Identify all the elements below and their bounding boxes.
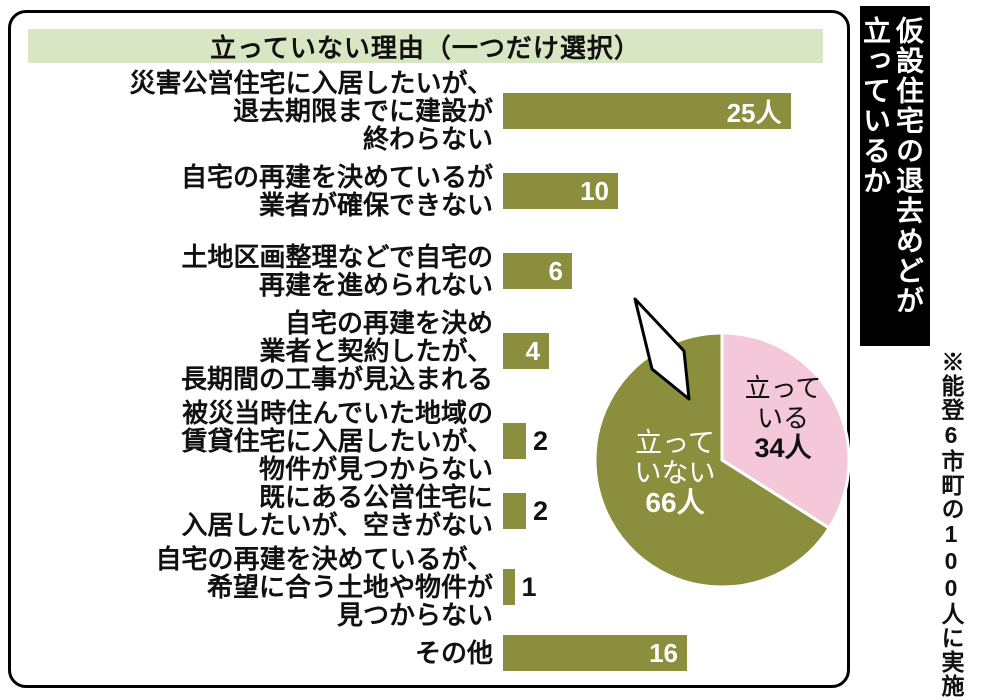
- bar-value-label: 10: [580, 175, 609, 206]
- bar-value-label: 6: [548, 255, 563, 286]
- bar-row: その他 16: [31, 635, 731, 671]
- bar-track: 10: [503, 173, 618, 209]
- survey-note: ※能登6市町の100人に実施: [938, 350, 964, 698]
- bar-category-line: 退去期限までに建設が: [232, 96, 493, 126]
- bar: [503, 569, 515, 605]
- pie-chart: 立って いる 34人 立って いない 66人: [587, 279, 857, 595]
- bar-track: 1: [503, 569, 537, 605]
- bar: 16: [503, 635, 687, 671]
- bar-category-line: その他: [414, 638, 493, 668]
- pie-label-line: 立って: [635, 428, 715, 458]
- bar-value-label: 2: [533, 495, 549, 526]
- pie-callout: [633, 297, 691, 401]
- bar: 10: [503, 173, 618, 209]
- bar-value-label: 2: [533, 425, 549, 456]
- pie-label-line: 立って: [744, 373, 822, 403]
- bar-category-label: 自宅の再建を決めているが、希望に合う土地や物件が見つからない: [31, 545, 493, 629]
- pie-value-label: 66人: [645, 487, 705, 518]
- title-banner: 仮設住宅の退去めどが 立っているか: [860, 6, 930, 346]
- bar-value-label: 4: [525, 335, 540, 366]
- bar-category-line: 長期間の工事が見込まれる: [180, 364, 493, 394]
- bar-category-line: 見つからない: [336, 600, 493, 630]
- bar: 4: [503, 333, 549, 369]
- bar-track: 25人: [503, 93, 791, 129]
- bar-category-line: 自宅の再建を決めているが: [180, 162, 493, 192]
- bar-track: 16: [503, 635, 687, 671]
- bar-category-line: 自宅の再建を決めているが、: [155, 544, 493, 574]
- bar-track: 6: [503, 253, 572, 289]
- bar-row: 既にある公営住宅に入居したいが、空きがない 2: [31, 483, 731, 539]
- bar-category-label: 既にある公営住宅に入居したいが、空きがない: [31, 483, 493, 539]
- bar-track: 4: [503, 333, 549, 369]
- pie-value-label: 34人: [754, 433, 812, 463]
- bar: [503, 493, 526, 529]
- pie-label-standing: 立って いる 34人: [731, 373, 835, 463]
- bar-category-line: 希望に合う土地や物件が: [206, 572, 493, 602]
- bar-category-line: 終わらない: [362, 124, 493, 154]
- bar-category-line: 被災当時住んでいた地域の: [182, 398, 493, 428]
- pie-label-not-standing: 立って いない 66人: [615, 428, 735, 518]
- bar-value-label: 25人: [726, 97, 782, 128]
- bar: 6: [503, 253, 572, 289]
- bar-row: 災害公営住宅に入居したいが、退去期限までに建設が終わらない 25人: [31, 69, 791, 153]
- bar-category-line: 再建を進められない: [258, 270, 493, 300]
- bar-category-line: 業者と契約したが、: [259, 336, 493, 366]
- bar-category-label: 自宅の再建を決め業者と契約したが、長期間の工事が見込まれる: [31, 309, 493, 393]
- pie-label-line: いない: [634, 458, 716, 488]
- pie-svg: [593, 297, 851, 589]
- bar-row: 土地区画整理などで自宅の再建を進められない 6: [31, 243, 731, 299]
- banner-line-2: 立っているか: [860, 16, 891, 196]
- bar-category-line: 既にある公営住宅に: [258, 482, 493, 512]
- bar-row: 自宅の再建を決めているが、希望に合う土地や物件が見つからない 1: [31, 545, 731, 629]
- pie-label-line: いる: [756, 403, 809, 433]
- banner-line-1: 仮設住宅の退去めどが: [893, 16, 924, 316]
- bar-row: 自宅の再建を決めているが業者が確保できない 10: [31, 163, 731, 219]
- bar-rows: 災害公営住宅に入居したいが、退去期限までに建設が終わらない 25人自宅の再建を決め…: [31, 69, 791, 671]
- bar-chart-title: 立っていない理由（一つだけ選択）: [28, 29, 823, 63]
- bar-category-label: その他: [31, 639, 493, 667]
- bar-category-line: 災害公営住宅に入居したいが、: [129, 68, 493, 98]
- bar-category-label: 自宅の再建を決めているが業者が確保できない: [31, 163, 493, 219]
- bar-row: 自宅の再建を決め業者と契約したが、長期間の工事が見込まれる 4: [31, 309, 731, 393]
- bar-category-label: 被災当時住んでいた地域の賃貸住宅に入居したいが、物件が見つからない: [31, 399, 493, 483]
- bar: [503, 423, 526, 459]
- bar-row: 被災当時住んでいた地域の賃貸住宅に入居したいが、物件が見つからない 2: [31, 399, 731, 483]
- bar-category-line: 賃貸住宅に入居したいが、: [181, 426, 493, 456]
- bar-category-line: 土地区画整理などで自宅の: [181, 242, 493, 272]
- chart-panel: 立っていない理由（一つだけ選択） 災害公営住宅に入居したいが、退去期限までに建設…: [8, 10, 851, 688]
- bar-value-label: 1: [521, 571, 537, 602]
- bar-category-line: 業者が確保できない: [258, 190, 493, 220]
- bar-category-line: 入居したいが、空きがない: [181, 510, 493, 540]
- bar-category-label: 災害公営住宅に入居したいが、退去期限までに建設が終わらない: [31, 69, 493, 153]
- bar-category-label: 土地区画整理などで自宅の再建を進められない: [31, 243, 493, 299]
- bar-value-label: 16: [649, 637, 678, 668]
- bar-track: 2: [503, 493, 548, 529]
- bar-track: 2: [503, 423, 548, 459]
- bar-category-line: 物件が見つからない: [258, 454, 493, 484]
- bar-category-line: 自宅の再建を決め: [284, 308, 493, 338]
- bar: 25人: [503, 93, 791, 129]
